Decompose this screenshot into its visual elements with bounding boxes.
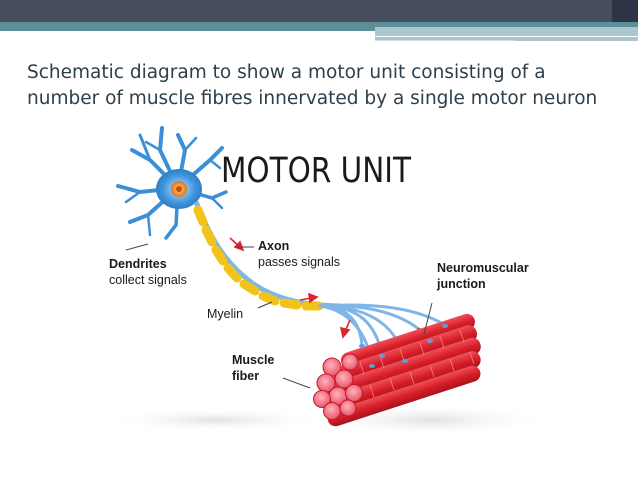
teal-divider-short (375, 40, 515, 41)
muscle-fiber-bundle (313, 313, 481, 427)
neuromuscular-junction-label-line2: junction (436, 277, 486, 291)
neuromuscular-junction-label: Neuromuscular (437, 261, 529, 275)
myelin-sheath (193, 205, 324, 311)
axon-description: passes signals (258, 255, 340, 269)
muscle-fiber-label: Muscle (232, 353, 274, 367)
header-bar (0, 0, 638, 22)
myelin-label: Myelin (207, 307, 243, 321)
dendrites-label: Dendrites (109, 257, 167, 271)
muscle-fiber-label-line2: fiber (232, 369, 259, 383)
axon-label: Axon (258, 239, 289, 253)
slide-title-line2: number of muscle fibres innervated by a … (27, 88, 598, 109)
nucleolus (176, 186, 182, 192)
dendrites-description: collect signals (109, 273, 187, 287)
teal-band (0, 22, 638, 31)
diagram-heading: MOTOR UNIT (221, 151, 412, 191)
muscle-fibers (323, 313, 481, 427)
motor-end-plates (359, 324, 448, 368)
leader-lines (125, 243, 433, 389)
slide-title-line1: Schematic diagram to show a motor unit c… (27, 62, 546, 83)
header-accent (612, 0, 638, 22)
fiber-ends (313, 353, 363, 420)
neuron-shadow (105, 408, 325, 432)
slide-title: Schematic diagram to show a motor unit c… (27, 60, 627, 112)
teal-band-accent (375, 27, 638, 41)
teal-divider (375, 36, 638, 37)
fiber-striations (359, 329, 475, 398)
